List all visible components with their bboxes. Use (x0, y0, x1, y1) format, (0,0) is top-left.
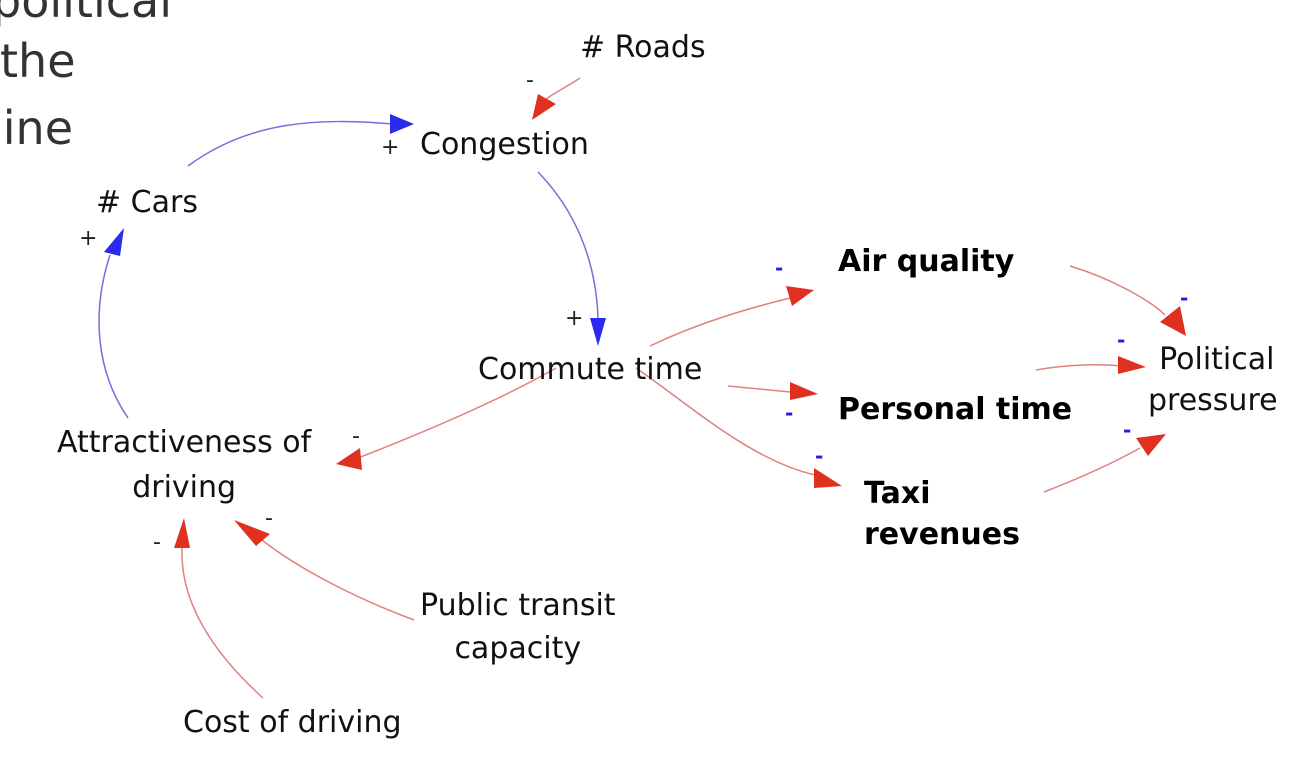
link-commute-to-attractiveness (336, 367, 557, 470)
node-attractiveness-line-2: driving (132, 469, 237, 505)
arrowhead-icon (1136, 434, 1166, 456)
arrowhead-icon (786, 286, 814, 306)
polarity-transit-attractiveness: - (265, 506, 273, 531)
arrowhead-icon (814, 468, 842, 488)
arrowhead-icon (532, 94, 556, 120)
arrowhead-icon (104, 228, 124, 256)
node-personal-time: Personal time (838, 392, 1073, 427)
node-air-quality: Air quality (838, 244, 1015, 279)
link-commute-to-personal (727, 382, 818, 400)
node-political-pressure: Political pressure (1148, 342, 1278, 419)
node-cars: # Cars (96, 185, 198, 220)
background-text-line-1: political (0, 0, 172, 28)
node-political-pressure-line-1: Political (1159, 342, 1275, 377)
arrowhead-icon (174, 518, 190, 548)
node-congestion: Congestion (420, 127, 589, 162)
link-transit-to-attractiveness (234, 520, 415, 621)
polarity-commute-taxi: - (815, 444, 824, 468)
link-cars-to-congestion (187, 114, 414, 167)
background-text-line-2: the (0, 34, 76, 88)
arrowhead-icon (790, 382, 818, 400)
polarity-commute-personal: - (785, 401, 794, 425)
arrowhead-icon (390, 114, 414, 134)
node-taxi-revenues: Taxi revenues (864, 476, 1020, 553)
link-congestion-to-commute (537, 171, 606, 346)
arrowhead-icon (590, 318, 606, 346)
link-personal-to-political (1035, 356, 1146, 374)
node-attractiveness-line-1: Attractiveness of (57, 425, 312, 460)
node-taxi-revenues-line-1: Taxi (864, 476, 931, 511)
node-roads: # Roads (580, 30, 706, 65)
node-taxi-revenues-line-2: revenues (864, 516, 1020, 552)
polarity-commute-attractiveness: - (352, 424, 360, 449)
arrowhead-icon (1118, 356, 1146, 374)
arrowhead-icon (234, 520, 270, 546)
polarity-cost-attractiveness: - (153, 530, 161, 555)
polarity-taxi-political: - (1123, 418, 1132, 442)
node-commute-time: Commute time (478, 352, 703, 387)
node-political-pressure-line-2: pressure (1148, 382, 1278, 418)
node-public-transit-line-1: Public transit (420, 588, 616, 623)
link-air-to-political (1069, 265, 1186, 336)
link-roads-to-congestion (532, 77, 581, 120)
background-text-line-3: line (0, 101, 74, 155)
node-public-transit-line-2: capacity (454, 630, 582, 666)
arrowhead-icon (336, 448, 362, 470)
link-cost-to-attractiveness (174, 518, 264, 699)
link-attractiveness-to-cars (98, 228, 129, 419)
link-commute-to-taxi (635, 367, 842, 488)
polarity-cars-congestion: + (381, 135, 400, 160)
polarity-roads-congestion: - (526, 68, 534, 93)
polarity-congestion-commute: + (565, 306, 584, 331)
polarity-air-political: - (1180, 286, 1189, 310)
link-commute-to-air (649, 286, 814, 347)
node-attractiveness-of-driving: Attractiveness of driving (57, 425, 311, 506)
polarity-commute-air: - (775, 256, 784, 280)
link-taxi-to-political (1043, 434, 1166, 493)
polarity-personal-political: - (1117, 328, 1126, 352)
node-cost-of-driving: Cost of driving (183, 705, 402, 740)
polarity-attractiveness-cars: + (79, 226, 98, 251)
node-public-transit-capacity: Public transit capacity (420, 588, 616, 667)
arrowhead-icon (1160, 306, 1186, 336)
